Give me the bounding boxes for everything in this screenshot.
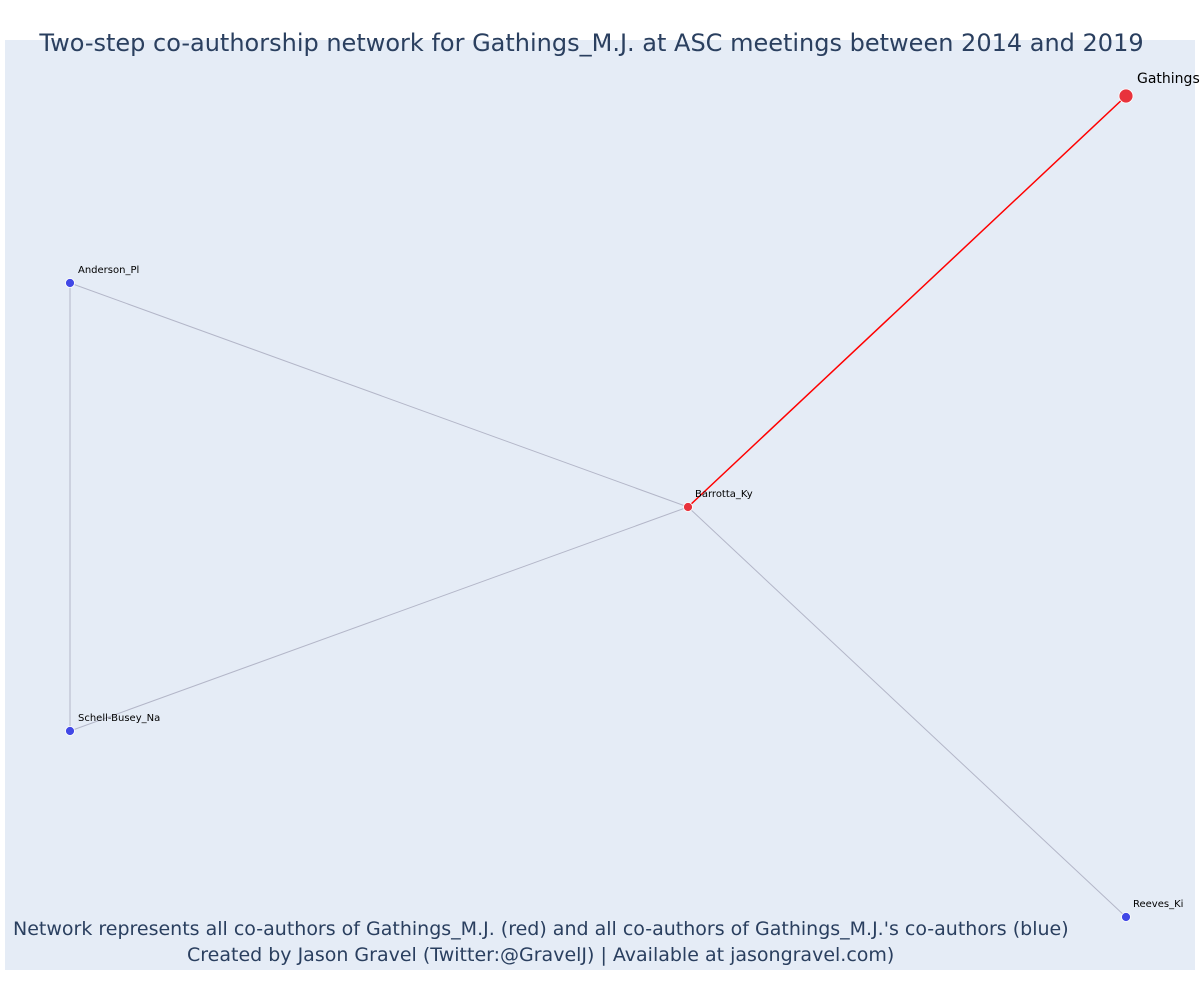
node-Reeves_Ki[interactable] (1121, 912, 1131, 922)
caption-line-2: Created by Jason Gravel (Twitter:@Gravel… (187, 944, 895, 966)
nodes-layer (65, 88, 1134, 922)
plot-background (5, 40, 1195, 970)
edge-Barrotta_Ky-Anderson_Pl (69, 282, 689, 508)
node-label-Anderson_Pl: Anderson_Pl (78, 265, 139, 276)
node-Gathings_M.J.[interactable] (1118, 88, 1134, 104)
node-label-Barrotta_Ky: Barrotta_Ky (695, 489, 753, 500)
caption-line-1: Network represents all co-authors of Gat… (13, 918, 1069, 940)
node-label-Gathings_M.J.: Gathings (1137, 71, 1200, 87)
chart-title: Two-step co-authorship network for Gathi… (39, 29, 1144, 57)
node-label-Schell-Busey_Na: Schell-Busey_Na (78, 713, 160, 724)
node-Schell-Busey_Na[interactable] (65, 726, 75, 736)
edge-Gathings_M.J.-Barrotta_Ky (687, 95, 1127, 508)
edge-Barrotta_Ky-Reeves_Ki (687, 506, 1127, 918)
node-label-Reeves_Ki: Reeves_Ki (1133, 899, 1183, 910)
node-Barrotta_Ky[interactable] (683, 502, 693, 512)
edges-layer (69, 95, 1127, 918)
edge-Barrotta_Ky-Schell-Busey_Na (69, 506, 689, 732)
node-Anderson_Pl[interactable] (65, 278, 75, 288)
